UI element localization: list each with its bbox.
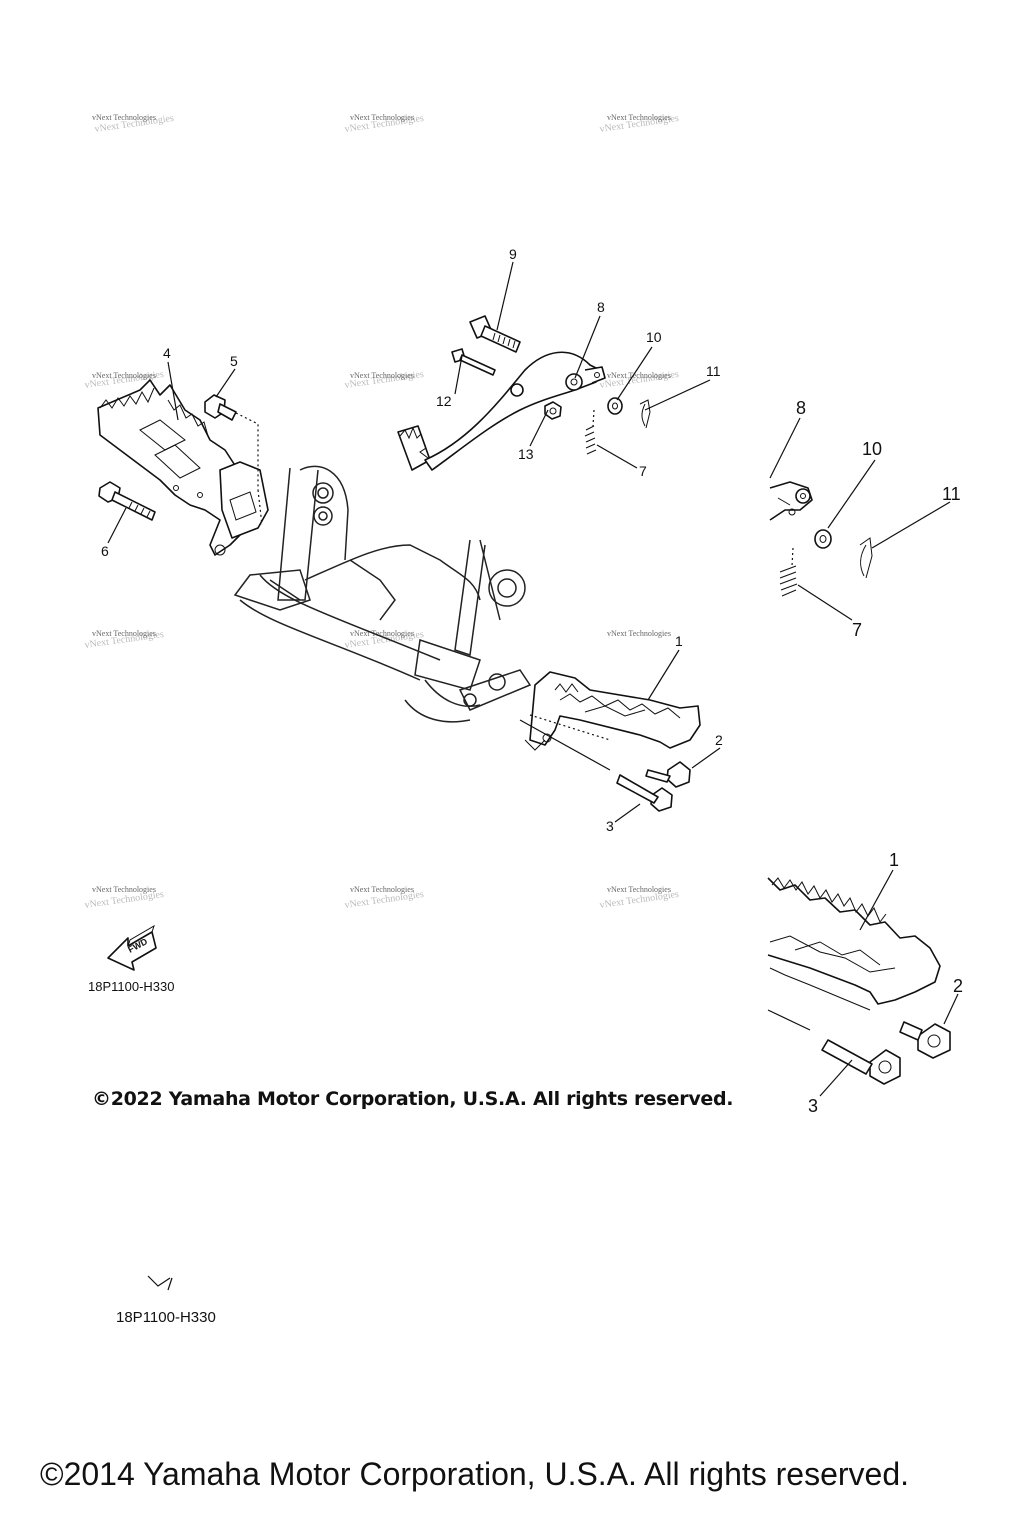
diagram-code: 18P1100-H330 [88,979,175,994]
bolt-3 [616,774,673,812]
washer-10 [607,397,623,415]
footrest-left [97,379,269,556]
watermark: vNext Technologies vNext Technologies [599,113,680,135]
callout-2: 2 [715,732,723,748]
callouts: 9 8 10 11 12 13 7 4 5 6 1 2 3 [101,246,723,834]
watermark-text: vNext Technologies [607,629,671,638]
footrest-right [519,671,701,812]
callout-12: 12 [436,393,452,409]
watermark-text: vNext Technologies [350,371,414,380]
detail-callout-11: 11 [942,484,961,504]
bolt-12 [451,348,496,376]
watermark: vNext Technologies vNext Technologies [599,369,680,391]
watermark-text: vNext Technologies [607,371,671,380]
watermark-text: vNext Technologies [92,629,156,638]
watermark: vNext Technologies vNext Technologies [599,885,680,911]
diagram-code-secondary: 18P1100-H330 [116,1309,216,1326]
leader-lines [107,261,721,823]
watermark-text: vNext Technologies [92,885,156,894]
callout-8: 8 [597,299,605,315]
watermark: vNext Technologies vNext Technologies [344,113,425,135]
bolt-9 [469,315,521,353]
watermark: vNext Technologies vNext Technologies [92,113,175,135]
watermark-text: vNext Technologies [92,371,156,380]
detail-brake-end: 8 10 11 7 [769,398,961,640]
detail-footrest-end: 1 2 3 [767,850,963,1116]
cotter-pin-11 [639,399,651,429]
spring-7 [584,409,597,455]
watermark-text: vNext Technologies [350,629,414,638]
callout-5: 5 [230,353,238,369]
watermark: vNext Technologies vNext Technologies [344,629,425,651]
watermarks: vNext Technologies vNext Technologies vN… [84,113,680,911]
callout-1: 1 [675,633,683,649]
brake-pedal-assembly [397,315,651,471]
nut-13 [544,401,562,420]
detail-callout-7: 7 [852,620,862,640]
watermark: vNext Technologies vNext Technologies [344,885,425,911]
callout-6: 6 [101,543,109,559]
watermark-text: vNext Technologies [350,113,414,122]
detail-callout-1: 1 [889,850,899,870]
callout-4: 4 [163,345,171,361]
callout-7: 7 [639,463,647,479]
detail-callout-3: 3 [808,1096,818,1116]
detail-callout-10: 10 [862,439,882,459]
watermark: vNext Technologies vNext Technologies [344,369,425,391]
fwd-arrow-icon: FWD [107,924,157,971]
callout-3: 3 [606,818,614,834]
bolt-2 [645,761,691,788]
watermark-text: vNext Technologies [350,885,414,894]
callout-9: 9 [509,246,517,262]
callout-11: 11 [706,363,721,379]
detail-bolt-2 [899,1021,951,1059]
copyright-2014: ©2014 Yamaha Motor Corporation, U.S.A. A… [40,1456,910,1492]
fwd-arrow-partial-icon [147,1275,173,1291]
watermark-text: vNext Technologies [607,885,671,894]
watermark-text: vNext Technologies [92,113,156,122]
frame [233,465,532,723]
callout-13: 13 [518,446,534,462]
watermark: vNext Technologies vNext Technologies [84,629,165,651]
watermark-text: vNext Technologies [607,113,671,122]
watermark: vNext Technologies vNext Technologies [84,885,165,911]
copyright-2022: ©2022 Yamaha Motor Corporation, U.S.A. A… [92,1088,734,1110]
detail-callout-2: 2 [953,976,963,996]
bolt-5 [204,394,237,421]
detail-bolt-3 [821,1039,901,1085]
detail-callout-8: 8 [796,398,806,418]
bolt-6 [98,481,156,521]
watermark: vNext Technologies [607,629,671,638]
callout-10: 10 [646,329,662,345]
